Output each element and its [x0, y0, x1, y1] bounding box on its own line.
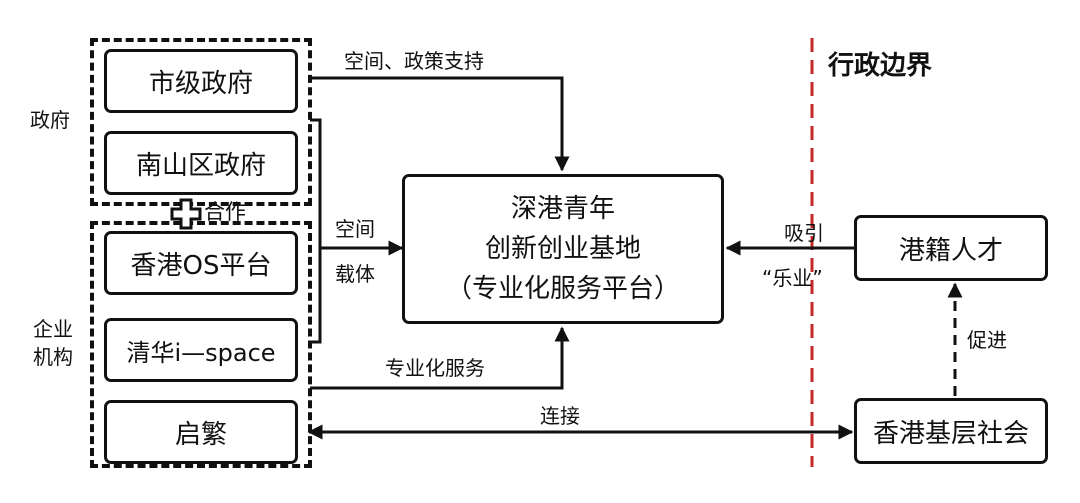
- qifan-box: 启繁: [104, 400, 298, 464]
- attract-label: 吸引: [784, 221, 824, 245]
- carrier-bracket: [310, 118, 322, 344]
- government-group: [90, 38, 312, 206]
- hk-grassroots-box: 香港基层社会: [854, 398, 1048, 464]
- professional-service-label: 专业化服务: [385, 356, 485, 380]
- hk-talent-box: 港籍人才: [854, 215, 1048, 281]
- enterprise-group: [90, 221, 312, 468]
- center-title-line1: 深港青年: [510, 194, 615, 224]
- center-title-line3: （专业化服务平台）: [445, 274, 680, 304]
- boundary-label: 行政边界: [828, 51, 933, 81]
- promote-label: 促进: [967, 328, 1007, 352]
- tsinghua-ispace-box: 清华i—space: [104, 318, 298, 382]
- cooperation-label: 合作: [204, 200, 246, 224]
- space-policy-arrow: [310, 76, 570, 172]
- enterprise-label-2: 机构: [33, 345, 73, 369]
- center-title-line2: 创新创业基地: [484, 234, 641, 264]
- enterprise-label-1: 企业: [33, 317, 73, 341]
- hk-os-platform-box: 香港OS平台: [104, 231, 298, 295]
- space-carrier-label-1: 空间: [335, 217, 375, 241]
- plus-icon: [170, 198, 202, 230]
- nanshan-government-box: 南山区政府: [104, 131, 298, 195]
- space-policy-label: 空间、政策支持: [344, 49, 484, 73]
- innovation-base-box: 深港青年 创新创业基地 （专业化服务平台）: [402, 174, 724, 324]
- space-carrier-label-2: 载体: [335, 262, 375, 286]
- government-label: 政府: [30, 108, 70, 132]
- attract-quote-label: “乐业”: [762, 266, 823, 290]
- connect-label: 连接: [540, 404, 580, 428]
- professional-service-arrow: [310, 326, 570, 390]
- city-government-box: 市级政府: [104, 49, 298, 113]
